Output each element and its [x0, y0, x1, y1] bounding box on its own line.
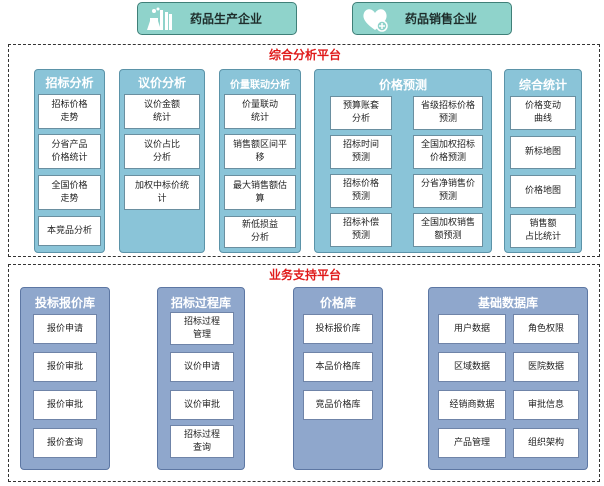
support-item: 报价查询	[33, 428, 97, 458]
analysis-item: 全国价格 走势	[38, 175, 101, 210]
support-item: 经销商数据	[438, 390, 506, 420]
column-title: 招标过程库	[170, 296, 231, 310]
support-item: 投标报价库	[303, 314, 373, 344]
column-title: 投标报价库	[34, 296, 95, 310]
sales-company-box: 药品销售企业	[352, 2, 512, 35]
analysis-item: 招标价格 走势	[38, 94, 101, 129]
analysis-item: 新低损益 分析	[224, 216, 296, 248]
analysis-item: 招标价格 预测	[330, 174, 392, 208]
support-item: 本品价格库	[303, 352, 373, 382]
support-item: 医院数据	[513, 352, 579, 382]
support-item: 审批信息	[513, 390, 579, 420]
analysis-item: 分省净销售价 预测	[413, 174, 483, 208]
analysis-item: 销售额区间平 移	[224, 134, 296, 169]
column-title: 招标分析	[45, 76, 94, 90]
analysis-item: 预算账套 分析	[330, 96, 392, 130]
analysis-item: 省级招标价格 预测	[413, 96, 483, 130]
analysis-item: 全国加权招标 价格预测	[413, 135, 483, 169]
lab-flask-icon	[147, 7, 172, 30]
support-item: 角色权限	[513, 314, 579, 344]
support-item: 报价申请	[33, 314, 97, 344]
support-item: 议价申请	[170, 352, 234, 382]
analysis-item: 价格变动 曲线	[510, 96, 576, 130]
support-item: 报价审批	[33, 352, 97, 382]
analysis-item: 分省产品 价格统计	[38, 134, 101, 169]
analysis-item: 价格地图	[510, 175, 576, 208]
support-platform-frame	[8, 264, 600, 482]
column-title: 基础数据库	[477, 296, 538, 310]
column-title: 价量联动分析	[230, 80, 290, 91]
support-item: 产品管理	[438, 428, 506, 458]
support-item: 招标过程 管理	[170, 312, 234, 345]
analysis-item: 新标地图	[510, 136, 576, 169]
heart-plus-icon	[363, 9, 388, 32]
analysis-item: 招标补偿 预测	[330, 213, 392, 247]
support-item: 区域数据	[438, 352, 506, 382]
support-item: 组织架构	[513, 428, 579, 458]
analysis-platform-frame	[8, 44, 600, 257]
analysis-item: 本竞品分析	[38, 216, 101, 246]
support-item: 报价审批	[33, 390, 97, 420]
analysis-item: 价量联动 统计	[224, 94, 296, 129]
analysis-item: 最大销售额估 算	[224, 175, 296, 210]
column-title: 价格库	[319, 296, 356, 310]
column-title: 议价分析	[137, 76, 186, 90]
analysis-item: 全国加权销售 额预测	[413, 213, 483, 247]
production-company-box: 药品生产企业	[137, 2, 297, 35]
support-item: 用户数据	[438, 314, 506, 344]
analysis-item: 议价金额 统计	[124, 94, 200, 129]
column-title: 价格预测	[378, 78, 427, 92]
analysis-item: 销售额 占比统计	[510, 214, 576, 248]
support-item: 招标过程 查询	[170, 425, 234, 458]
analysis-item: 加权中标价统 计	[124, 175, 200, 210]
analysis-platform-title: 综合分析平台	[262, 46, 348, 63]
analysis-item: 议价占比 分析	[124, 134, 200, 169]
support-item: 竞品价格库	[303, 390, 373, 420]
support-platform-title: 业务支持平台	[262, 266, 348, 283]
column-title: 综合统计	[518, 78, 567, 92]
sales-company-label: 药品销售企业	[405, 12, 478, 26]
production-company-label: 药品生产企业	[190, 12, 263, 26]
support-item: 议价审批	[170, 390, 234, 420]
analysis-item: 招标时间 预测	[330, 135, 392, 169]
